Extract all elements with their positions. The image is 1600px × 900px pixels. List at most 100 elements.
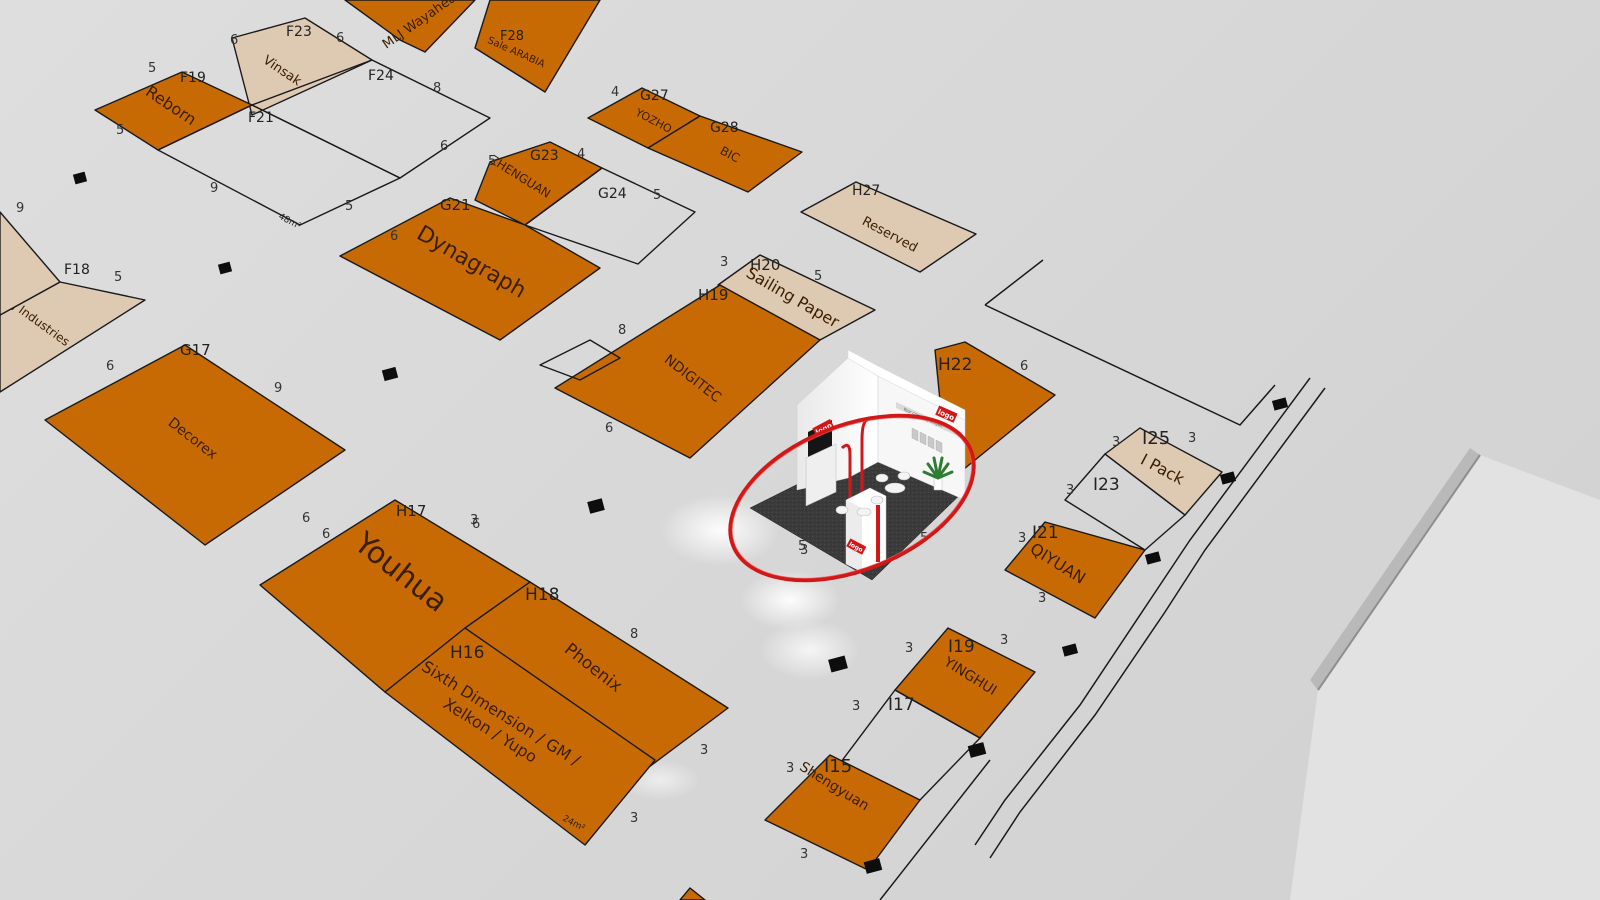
pillar <box>1144 551 1162 565</box>
booth-code: H20 <box>750 256 780 274</box>
booth-shape[interactable] <box>647 115 803 193</box>
dimension-label: 3 <box>905 641 913 656</box>
dimension-label: 5 <box>814 269 822 284</box>
booth-shape[interactable] <box>339 197 601 341</box>
dimension-label: 3 <box>852 699 860 714</box>
booth-i23[interactable]: I23 <box>1064 453 1186 551</box>
booth-code: I23 <box>1093 475 1120 495</box>
dimension-label: 3 <box>1112 435 1120 450</box>
booth-code: G24 <box>598 186 627 202</box>
dimension-label: 3 <box>1038 591 1046 606</box>
booth-code: G27 <box>640 88 669 104</box>
booth-code: H16 <box>450 643 484 663</box>
booth-shape[interactable] <box>539 339 621 381</box>
pillar <box>72 171 88 185</box>
highlight-ring <box>728 413 976 583</box>
dimension-label: 8 <box>433 81 441 96</box>
booth-shape[interactable] <box>800 181 977 273</box>
booth-shape[interactable] <box>44 344 346 546</box>
dimension-label: 8 <box>618 323 626 338</box>
pillars-layer <box>72 171 1289 874</box>
dimension-label: 4 <box>611 85 619 100</box>
booth-code: I25 <box>1142 428 1170 449</box>
booth-shape[interactable] <box>524 167 696 265</box>
showcase-stand[interactable]: Your company slogan logo logo <box>749 349 966 581</box>
booth-unlabeled-28[interactable] <box>539 339 621 381</box>
booth-code: H17 <box>396 502 426 520</box>
exterior-wall <box>1290 448 1600 900</box>
booth-unlabeled-13[interactable] <box>0 211 61 316</box>
booth-code: H22 <box>938 355 972 375</box>
pillar <box>587 498 605 514</box>
dimension-label: 5 <box>798 539 806 554</box>
dimension-label: 6 <box>1020 359 1028 374</box>
dimension-label: 6 <box>106 359 114 374</box>
dimension-label: 9 <box>210 181 218 196</box>
booth-code: H19 <box>698 286 728 304</box>
booth-shape[interactable] <box>1004 521 1146 619</box>
dimension-label: 5 <box>653 188 661 203</box>
booth-code: F21 <box>248 110 274 126</box>
dimension-label: 3 <box>800 847 808 862</box>
dimension-label: 3 <box>786 761 794 776</box>
pillar <box>381 366 399 382</box>
dimension-label: 3 <box>700 743 708 758</box>
booth-shape[interactable] <box>344 0 476 53</box>
booth-shape[interactable] <box>474 0 601 93</box>
booth-g24[interactable]: G24 <box>524 167 696 265</box>
pillar <box>1219 471 1237 485</box>
dimension-label: 3 <box>630 811 638 826</box>
booth-shape[interactable] <box>384 627 656 846</box>
dimension-label: 3 <box>1066 483 1074 498</box>
pillar <box>217 261 233 275</box>
dimension-label: 5 <box>116 123 124 138</box>
dimension-label: 6 <box>605 421 613 436</box>
dimension-label: 8 <box>630 627 638 642</box>
booth-shape[interactable] <box>679 887 706 900</box>
booth-code: I17 <box>888 695 915 715</box>
dimension-label: 6 <box>322 527 330 542</box>
booth-code: F18 <box>64 262 90 278</box>
booth-code: F28 <box>500 29 524 44</box>
dimension-label: 3 <box>1000 633 1008 648</box>
booth-shape[interactable] <box>157 104 401 226</box>
booth-shape[interactable] <box>764 754 921 871</box>
pillar <box>967 742 987 758</box>
booth-code: F23 <box>286 24 312 40</box>
booth-code: F24 <box>368 68 394 84</box>
dimension-label: 3 <box>1018 531 1026 546</box>
booth-unlabeled-27[interactable] <box>679 887 706 900</box>
booth-code: I19 <box>948 637 975 657</box>
dimension-label: 9 <box>16 201 24 216</box>
booth-code: G28 <box>710 120 739 136</box>
dimension-label: 3 <box>1188 431 1196 446</box>
booth-shape[interactable] <box>554 284 821 459</box>
dimension-label: 5 <box>114 270 122 285</box>
dimension-label: 5 <box>148 61 156 76</box>
booth-area: 48m² <box>277 212 303 232</box>
booth-shape[interactable] <box>1064 453 1186 551</box>
booth-unlabeled-0[interactable]: MLJ Wayahead <box>344 0 476 53</box>
dimension-label: 6 <box>390 229 398 244</box>
dimension-label: 5 <box>345 199 353 214</box>
hall-outlines <box>879 259 1326 900</box>
booth-shape[interactable] <box>0 211 61 316</box>
